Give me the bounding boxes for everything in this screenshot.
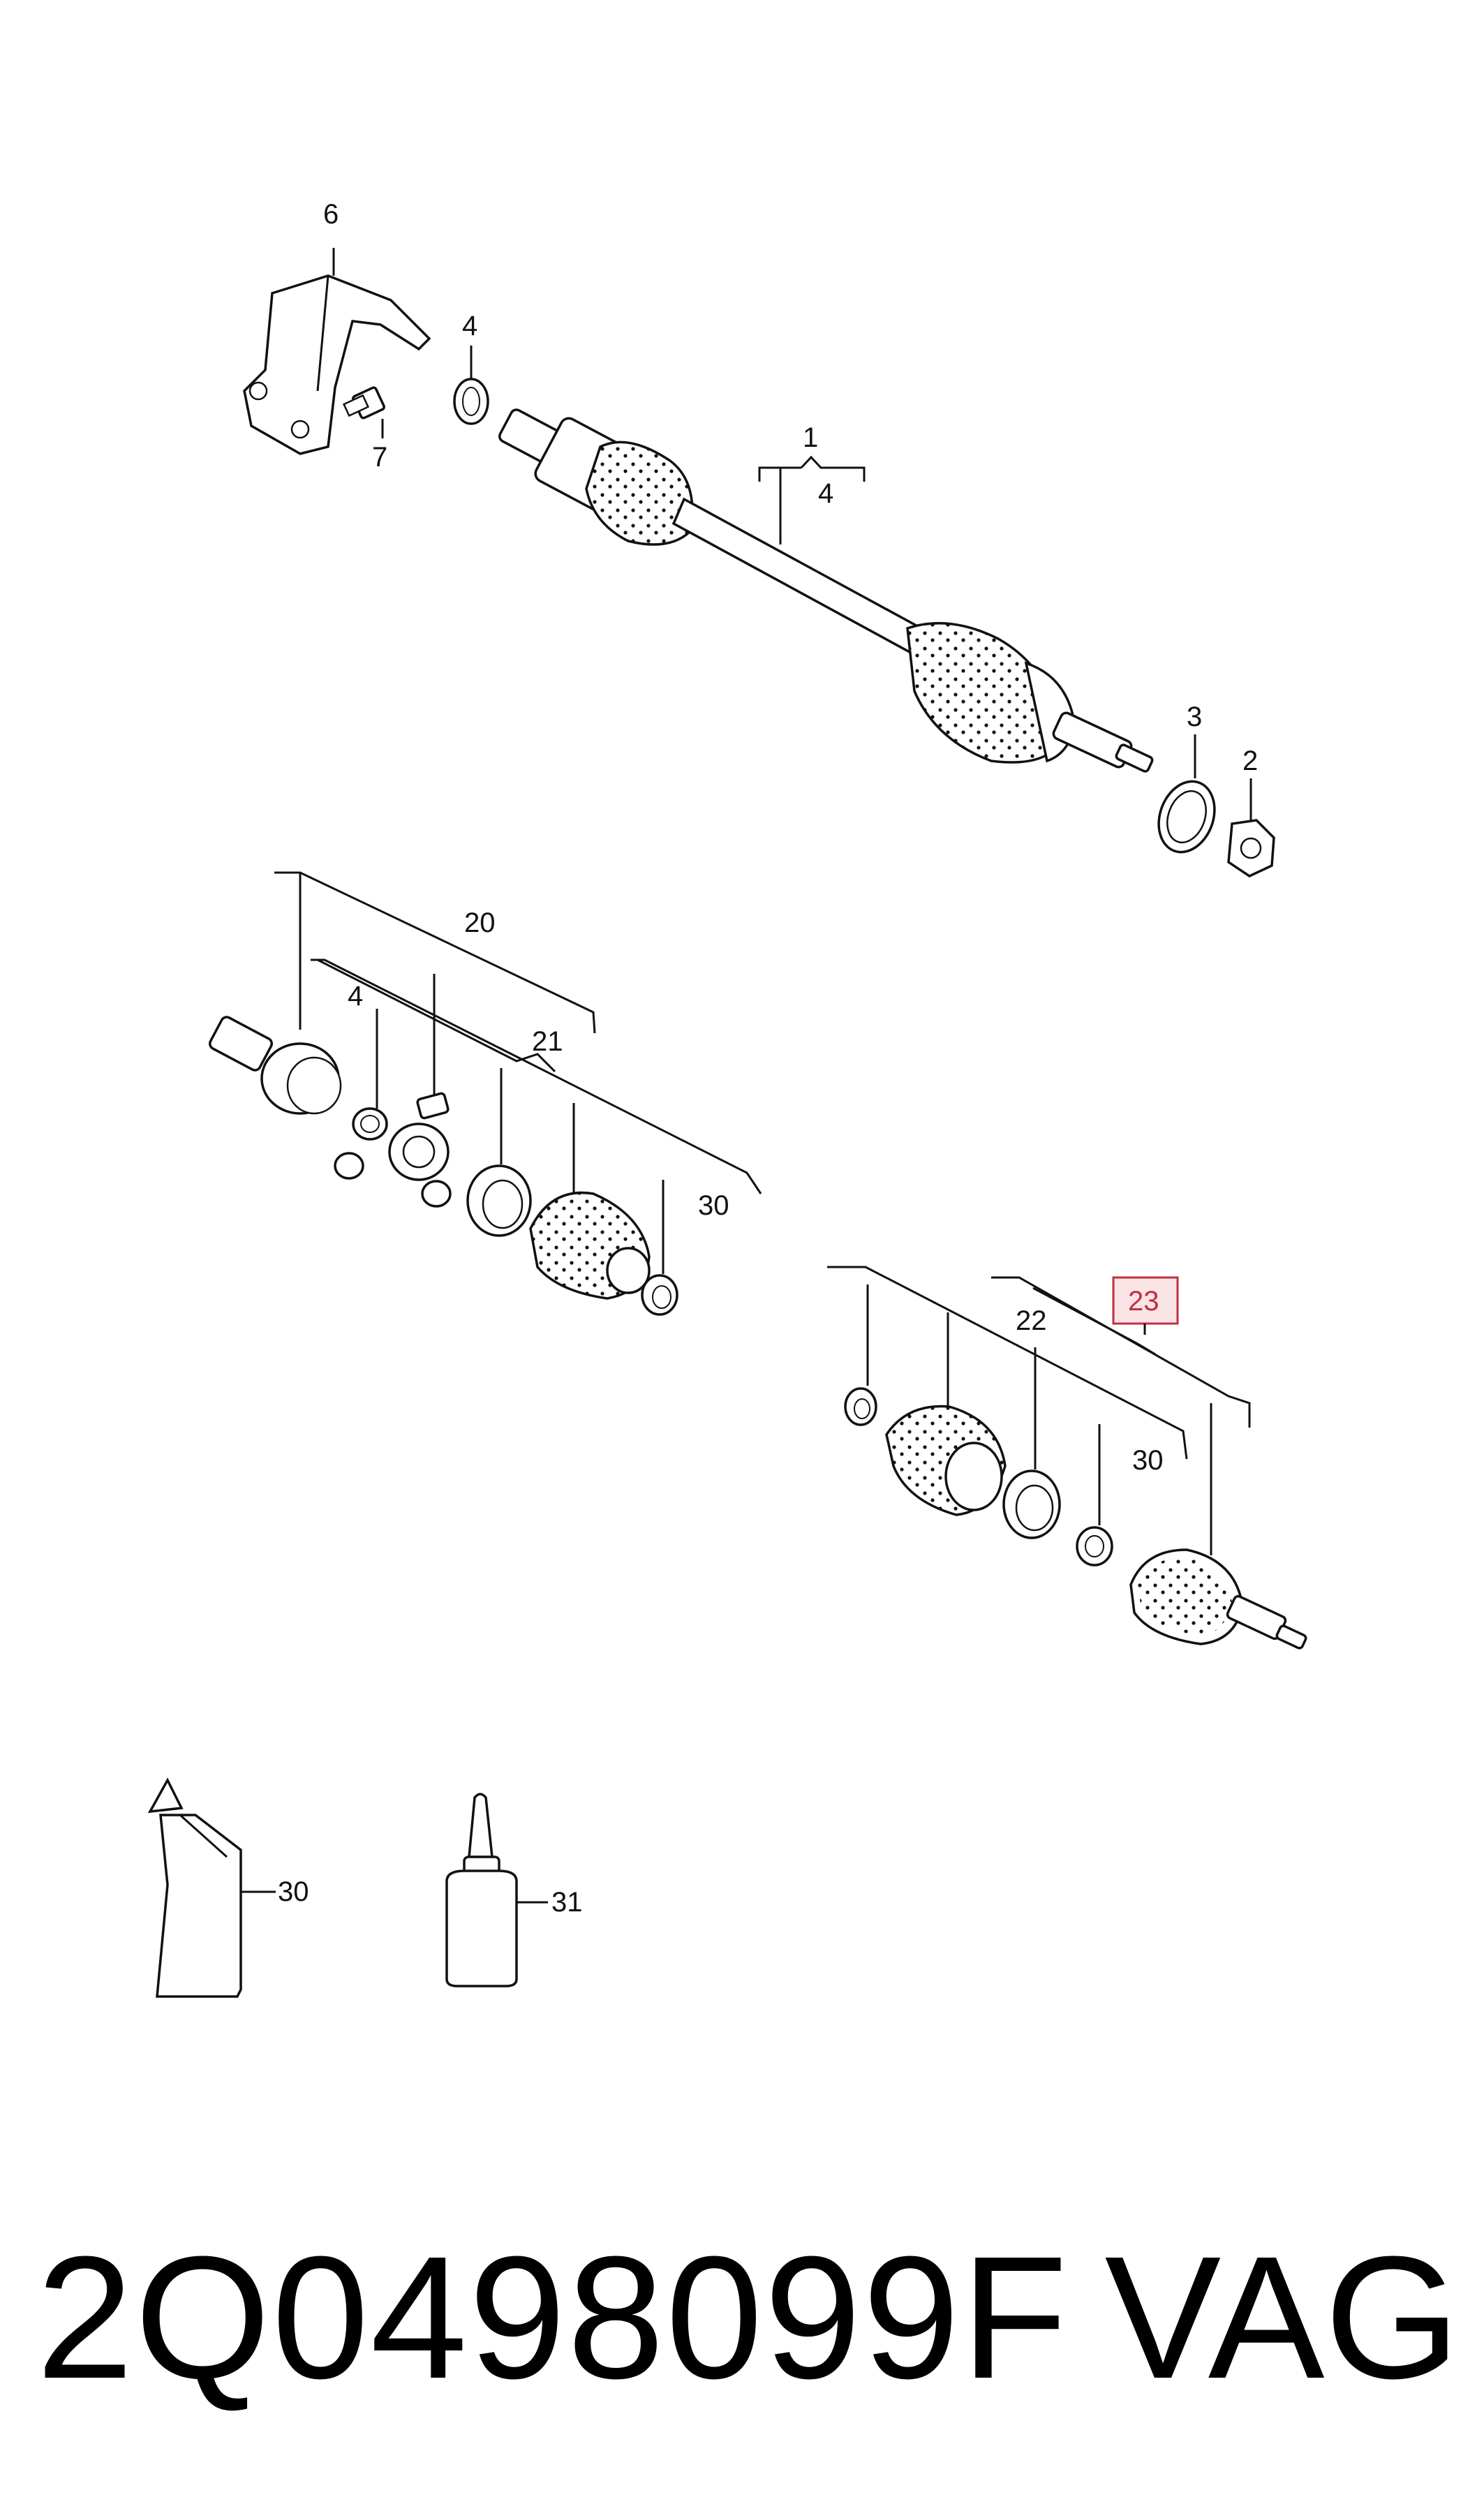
boot-clamp-small: [641, 1274, 678, 1316]
circlip-mid: [352, 1107, 388, 1141]
callout-23[interactable]: 23: [1128, 1286, 1159, 1317]
callout-4-top: 4: [462, 311, 477, 341]
callout-4-bracket: 4: [818, 478, 833, 509]
bracket-30-mid: [311, 958, 762, 1194]
bracket-30-right: [827, 1266, 1188, 1460]
callout-30-tube: 30: [278, 1876, 309, 1907]
callout-30-mid: 30: [698, 1190, 729, 1221]
callout-30-right: 30: [1132, 1445, 1164, 1476]
callout-2: 2: [1242, 746, 1258, 776]
sealant-bottle: [445, 1793, 518, 1987]
tripod-spider: [334, 1092, 452, 1208]
outer-circlip: [1076, 1526, 1113, 1567]
bracket-20: [274, 871, 596, 1034]
bracket-23: [991, 1276, 1251, 1428]
washer: [1157, 780, 1216, 854]
bracket-21: [317, 958, 556, 1073]
drive-shaft: [498, 408, 1154, 773]
footer: 2Q0498099F VAG: [28, 2213, 1466, 2422]
circlip-top: [453, 378, 489, 425]
inner-joint-housing: [209, 1016, 342, 1115]
heat-shield: [243, 274, 431, 455]
outer-clamp-large: [1002, 1469, 1061, 1539]
bracket-1: [758, 455, 866, 545]
hex-nut: [1227, 819, 1275, 878]
callout-7: 7: [372, 442, 387, 473]
callout-21: 21: [532, 1026, 563, 1057]
inner-boot: [529, 1191, 651, 1300]
callout-31: 31: [551, 1887, 583, 1918]
grease-tube: [147, 1777, 242, 1998]
bracket-22: [1032, 1287, 1156, 1356]
outer-clamp-small: [844, 1387, 877, 1426]
outer-boot: [885, 1405, 1007, 1516]
callout-22: 22: [1016, 1305, 1047, 1336]
bolt: [342, 386, 385, 420]
brand-name: VAG: [1104, 2220, 1460, 2415]
callout-20: 20: [464, 908, 496, 938]
boot-clamp-large: [466, 1164, 532, 1237]
callout-6: 6: [323, 199, 339, 230]
part-number: 2Q0498099F: [36, 2220, 1069, 2415]
callout-23-highlight[interactable]: [1112, 1276, 1179, 1325]
callout-1: 1: [803, 422, 818, 453]
outer-cv-joint: [1129, 1548, 1307, 1650]
callout-4-mid: 4: [348, 981, 363, 1012]
callout-3: 3: [1187, 702, 1202, 732]
